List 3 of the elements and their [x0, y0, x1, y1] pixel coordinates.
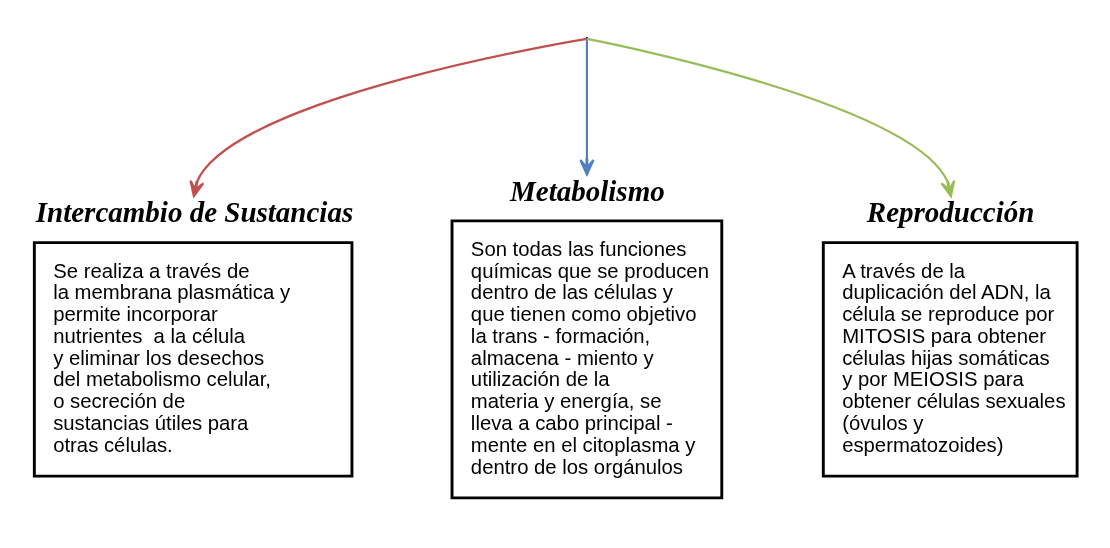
node-label: Intercambio de Sustancias	[35, 196, 354, 229]
node-label: Reproducción	[866, 196, 1035, 229]
node-label: Metabolismo	[510, 174, 665, 207]
